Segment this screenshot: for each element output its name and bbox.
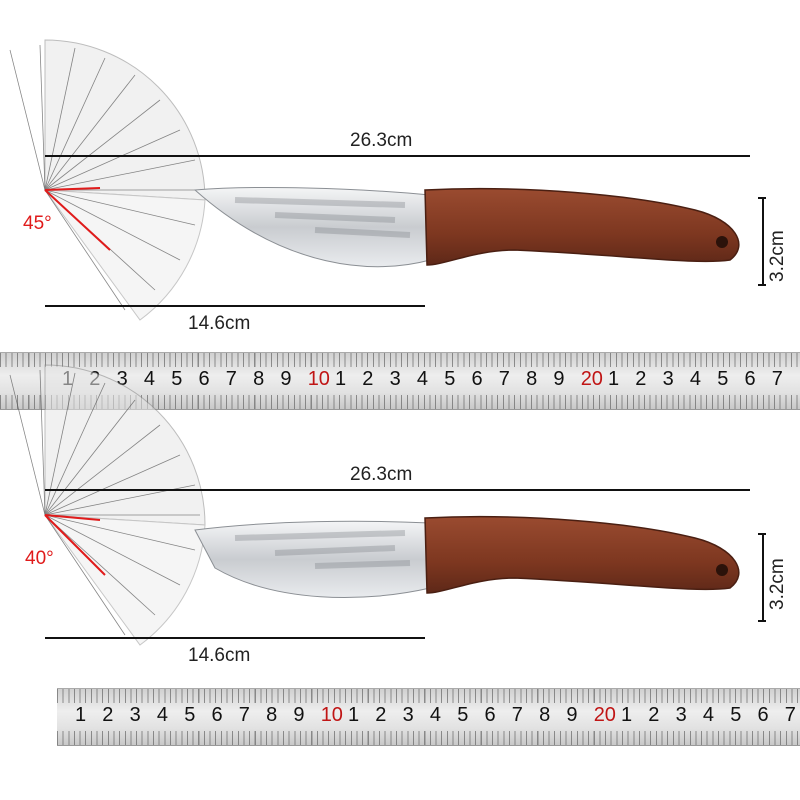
ruler-number: 4	[702, 704, 715, 726]
ruler-number: 5	[717, 368, 729, 390]
ruler-number: 6	[757, 704, 769, 726]
ruler-number: 8	[266, 704, 278, 726]
top-panel: 26.3cm 14.6cm 3.2cm 45°	[9, 39, 788, 334]
ruler-number: 4	[689, 368, 702, 390]
ruler-number: 4	[429, 704, 442, 726]
ruler-number: 7	[498, 368, 510, 390]
total-length-line	[45, 155, 750, 157]
ruler-number: 5	[184, 704, 196, 726]
total-length-label: 26.3cm	[350, 464, 413, 485]
ruler-number: 1	[608, 368, 620, 390]
ruler-number: 3	[116, 368, 128, 390]
ruler-number: 6	[471, 368, 483, 390]
ruler-number: 1	[621, 704, 633, 726]
ruler-number: 9	[280, 368, 292, 390]
ruler-number: 2	[102, 704, 114, 726]
ruler-number: 9	[566, 704, 578, 726]
ruler-number: 3	[402, 704, 414, 726]
handle-height-label: 3.2cm	[767, 230, 788, 282]
ruler-number: 3	[675, 704, 687, 726]
handle-height-line	[762, 533, 764, 621]
ruler-number: 4	[156, 704, 169, 726]
ruler-number: 9	[293, 704, 305, 726]
ruler-number: 4	[416, 368, 429, 390]
ruler-number: 6	[198, 368, 210, 390]
ruler-number: 10	[307, 368, 330, 390]
ruler-number: 3	[662, 368, 674, 390]
ruler-number: 7	[511, 704, 523, 726]
protractor	[9, 39, 206, 321]
ruler-number: 5	[171, 368, 183, 390]
blade-length-line	[45, 305, 425, 307]
blade-length-label: 14.6cm	[188, 645, 251, 666]
ruler-number: 1	[75, 704, 87, 726]
handle-height-label: 3.2cm	[767, 558, 788, 610]
blade-length-label: 14.6cm	[188, 313, 251, 334]
ruler-number: 8	[526, 368, 538, 390]
ruler-number: 5	[444, 368, 456, 390]
ruler-number: 4	[143, 368, 156, 390]
angle-label: 40°	[25, 548, 54, 569]
total-length-label: 26.3cm	[350, 130, 413, 151]
ruler-number: 20	[580, 368, 603, 390]
ruler-number: 2	[375, 704, 387, 726]
blade-length-line	[45, 637, 425, 639]
ruler-number: 7	[784, 704, 796, 726]
handle-height-line	[762, 197, 764, 285]
ruler-number: 20	[593, 704, 616, 726]
ruler-number: 1	[348, 704, 360, 726]
ruler-number: 7	[771, 368, 783, 390]
ruler-number: 3	[389, 368, 401, 390]
ruler-number: 6	[211, 704, 223, 726]
knife-image	[194, 515, 740, 598]
protractor	[9, 364, 206, 646]
ruler-number: 2	[362, 368, 374, 390]
angle-label: 45°	[23, 213, 52, 234]
ruler-number: 10	[320, 704, 343, 726]
ruler-number: 2	[648, 704, 660, 726]
ruler-number: 2	[635, 368, 647, 390]
ruler-number: 6	[744, 368, 756, 390]
ruler-number: 5	[457, 704, 469, 726]
ruler-number: 5	[730, 704, 742, 726]
ruler-number: 8	[539, 704, 551, 726]
ruler-number: 7	[238, 704, 250, 726]
ruler-number: 6	[484, 704, 496, 726]
total-length-line	[45, 489, 750, 491]
ruler-number: 9	[553, 368, 565, 390]
knife-image	[193, 187, 740, 268]
ruler-number: 7	[225, 368, 237, 390]
ruler-number: 3	[129, 704, 141, 726]
bottom-panel: 26.3cm 14.6cm 3.2cm 40°	[0, 340, 800, 740]
ruler-number: 1	[335, 368, 347, 390]
ruler-number: 8	[253, 368, 265, 390]
